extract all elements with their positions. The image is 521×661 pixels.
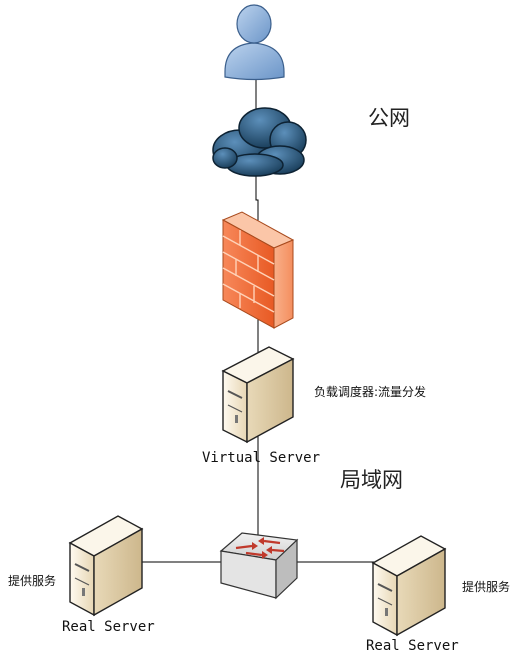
server-icon (221, 346, 295, 444)
virtual-server-label: Virtual Server (202, 450, 320, 466)
switch-icon (219, 532, 299, 600)
real-server-right-label: Real Server (366, 638, 459, 654)
public-network-label: 公网 (368, 106, 410, 130)
load-balancer-note: 负载调度器:流量分发 (314, 384, 426, 399)
user-icon (224, 4, 285, 81)
real-server-left-label: Real Server (62, 619, 155, 635)
server-icon (68, 515, 144, 617)
firewall-icon (221, 211, 295, 329)
service-right-label: 提供服务 (462, 579, 510, 594)
server-icon (371, 535, 447, 637)
cloud-icon (212, 107, 307, 177)
local-network-label: 局域网 (340, 468, 403, 492)
service-left-label: 提供服务 (8, 573, 56, 588)
